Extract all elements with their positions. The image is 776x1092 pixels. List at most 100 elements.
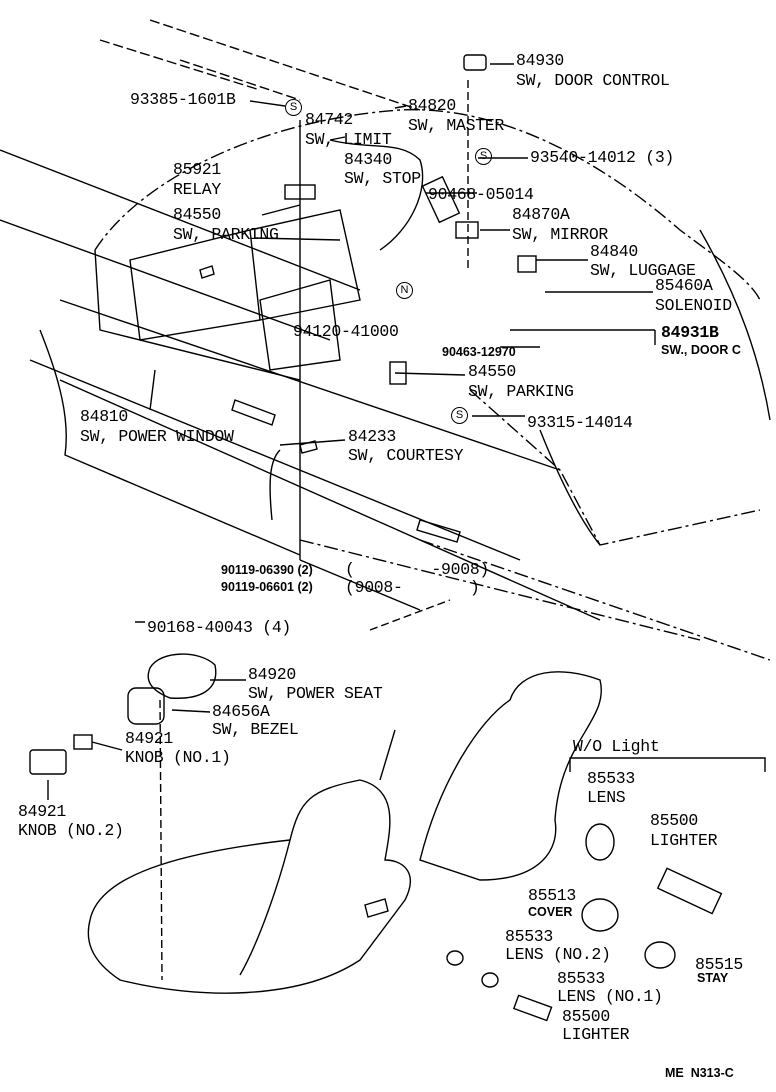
luggage-switch: [517, 255, 537, 273]
part-number: 84233: [348, 427, 397, 446]
part-name: KNOB (NO.1): [125, 748, 231, 767]
part-name: SW, MIRROR: [512, 225, 609, 244]
part-name: SW, PARKING: [468, 382, 574, 401]
part-name: RELAY: [173, 180, 222, 199]
part-number: 84870A: [512, 205, 570, 224]
figure-code: ME N313-C: [665, 1066, 734, 1080]
part-number: 90468-05014: [428, 185, 534, 204]
courtesy-switch: [269, 440, 318, 521]
part-name: SOLENOID: [655, 296, 732, 315]
floor-line: [299, 539, 771, 661]
mirror-switch: [455, 221, 479, 239]
part-number: 90119-06601 (2): [221, 580, 313, 594]
part-number: 84656A: [212, 702, 270, 721]
part-number: 84810: [80, 407, 129, 426]
trunk-line: [699, 229, 771, 421]
part-name: SW, LIMIT: [305, 130, 392, 149]
door-line: [39, 329, 301, 556]
part-name: SW, BEZEL: [212, 720, 299, 739]
leader-line: [47, 63, 656, 800]
front-seat: [87, 779, 411, 994]
group-label: W/O Light: [573, 737, 660, 756]
part-number: 84930: [516, 51, 565, 70]
lens-part: [585, 823, 615, 861]
power-seat-switch: [147, 653, 217, 699]
part-number: 84921: [125, 729, 174, 748]
front-seat-back: [239, 729, 396, 976]
part-name: SW, POWER WINDOW: [80, 427, 234, 446]
knob-no1: [73, 734, 93, 750]
rear-seat: [419, 671, 602, 881]
parking-switch: [389, 361, 407, 385]
pillar: [329, 139, 424, 251]
body-line: [99, 19, 421, 111]
part-name: LIGHTER: [562, 1025, 630, 1044]
part-number: 85533: [557, 969, 606, 988]
applicability-range: (9008- ): [345, 578, 480, 597]
part-name: SW, PARKING: [173, 225, 279, 244]
part-name: SW, MASTER: [408, 116, 505, 135]
part-number: 93540-14012 (3): [530, 148, 675, 167]
bezel: [127, 687, 165, 725]
stay-part: [644, 941, 676, 969]
part-number: 85921: [173, 160, 222, 179]
part-number: 84340: [344, 150, 393, 169]
part-name: STAY: [697, 971, 729, 985]
part-name: COVER: [528, 905, 573, 919]
cover-part: [581, 898, 619, 932]
part-number: 84840: [590, 242, 639, 261]
lens-no1-part: [481, 972, 499, 988]
door-line: [469, 389, 761, 546]
console: [129, 209, 361, 341]
dashboard-outline: [94, 249, 301, 381]
part-number: 84820: [408, 96, 457, 115]
part-name: LIGHTER: [650, 831, 718, 850]
part-name: SW, DOOR CONTROL: [516, 71, 670, 90]
part-number: 85460A: [655, 276, 713, 295]
part-number: 84742: [305, 110, 354, 129]
part-number: 85533: [587, 769, 636, 788]
part-name: SW, LUGGAGE: [590, 261, 696, 280]
part-number: 85533: [505, 927, 554, 946]
part-number: 90463-12970: [442, 345, 516, 359]
part-number: 93315-14014: [527, 413, 633, 432]
part-number: 85500: [562, 1007, 611, 1026]
part-number: 94120-41000: [293, 322, 399, 341]
part-number: 84931B: [661, 323, 719, 342]
part-number: 85513: [528, 886, 577, 905]
w-o-light-bracket: [569, 757, 766, 772]
applicability-range: ( -9008): [345, 560, 490, 579]
dashboard-outline: [94, 109, 761, 301]
lighter-part: [656, 867, 723, 915]
vent: [199, 265, 461, 543]
s-symbol: S: [475, 148, 492, 165]
part-name: LENS: [587, 788, 626, 807]
part-number: 85500: [650, 811, 699, 830]
door-control-switch: [463, 54, 487, 71]
lens-no2-part: [446, 950, 464, 966]
part-name: LENS (NO.1): [557, 987, 663, 1006]
knob-no2: [29, 749, 67, 775]
part-number: 90119-06390 (2): [221, 563, 313, 577]
console-bezel: [364, 898, 389, 918]
part-name: KNOB (NO.2): [18, 821, 124, 840]
part-number: 84550: [173, 205, 222, 224]
n-symbol: N: [396, 282, 413, 299]
part-name: SW, COURTESY: [348, 446, 464, 465]
part-name: SW, STOP: [344, 169, 421, 188]
part-number: 90168-40043 (4): [147, 618, 292, 637]
body-line: [539, 429, 601, 546]
part-number: 84921: [18, 802, 67, 821]
body-line: [0, 149, 601, 621]
part-name: SW, POWER SEAT: [248, 684, 383, 703]
part-number: 93385-1601B: [130, 90, 236, 109]
relay: [284, 184, 316, 200]
console: [259, 279, 341, 371]
s-symbol: S: [285, 99, 302, 116]
part-name: SW., DOOR C: [661, 343, 741, 357]
master-switch: [421, 175, 461, 224]
part-number: 84550: [468, 362, 517, 381]
lighter-lower-part: [512, 994, 553, 1022]
